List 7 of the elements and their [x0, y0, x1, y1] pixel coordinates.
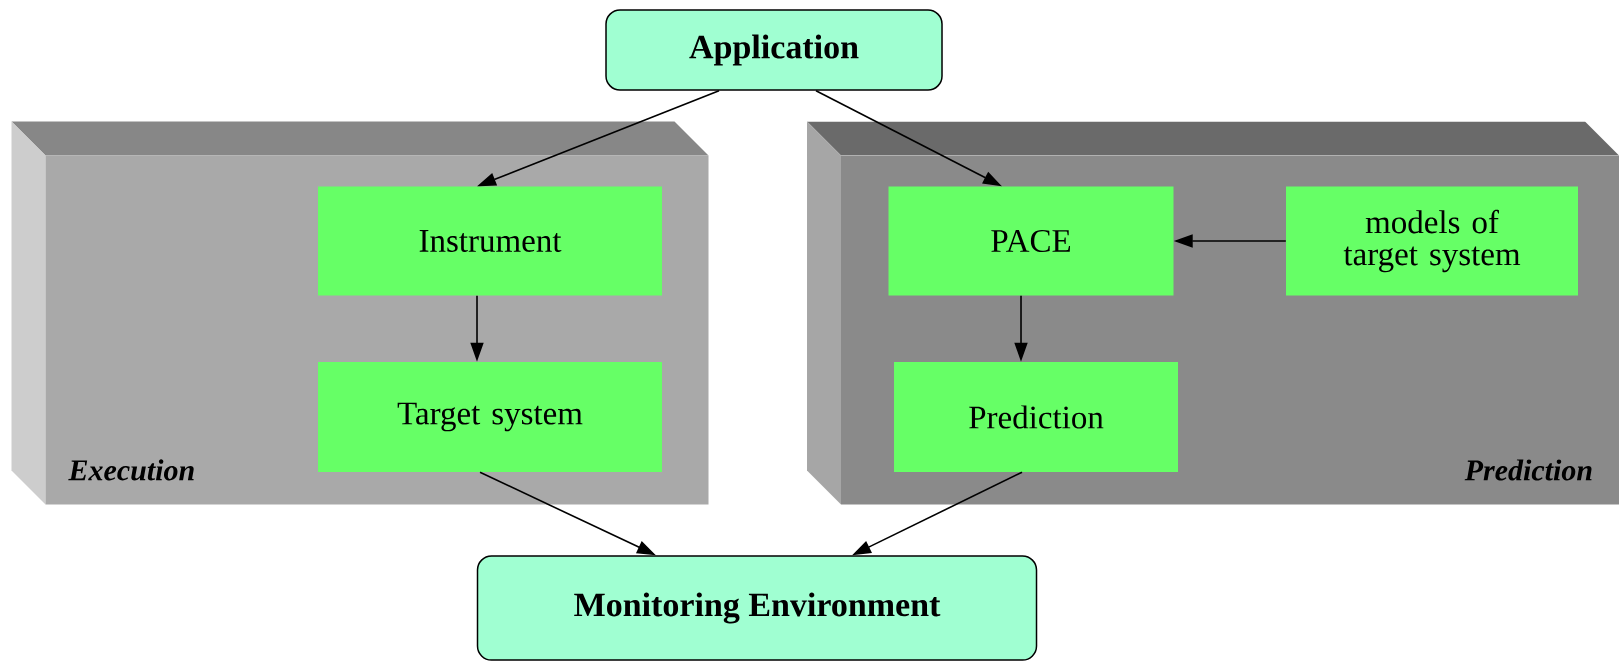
- process-box: Instrument: [318, 186, 662, 296]
- process-box: Prediction: [894, 362, 1178, 472]
- process-box: Target system: [318, 362, 662, 472]
- terminal-box: Application: [605, 9, 943, 91]
- process-box: models of target system: [1286, 186, 1578, 296]
- process-box: PACE: [888, 186, 1174, 296]
- terminal-box: Monitoring Environment: [476, 555, 1038, 661]
